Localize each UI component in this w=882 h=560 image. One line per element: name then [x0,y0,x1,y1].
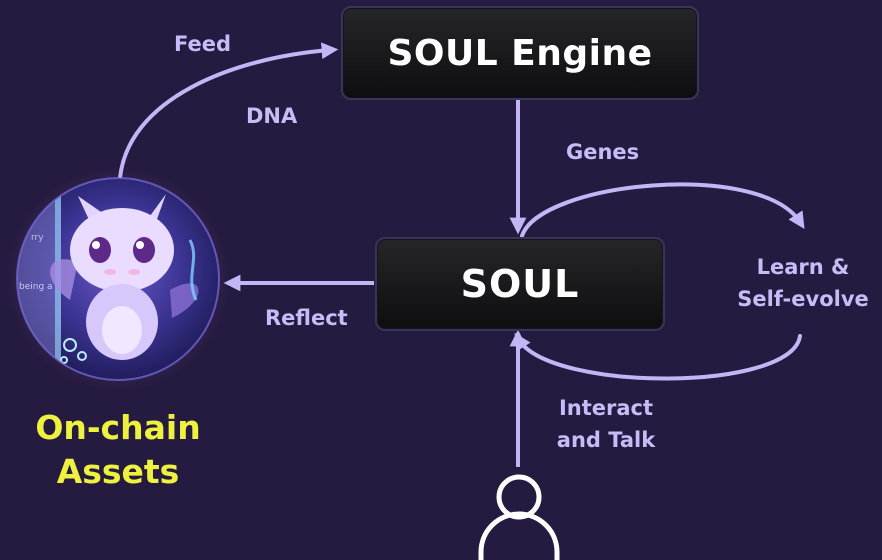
assets-label-line2: Assets [56,452,180,491]
reflect-label: Reflect [265,306,348,330]
user-icon [478,474,560,560]
feed-label: Feed [174,32,232,56]
soul-engine-label: SOUL Engine [387,32,653,74]
soul-node: SOUL [375,237,665,331]
learn-label-line1: Learn & [756,255,850,279]
feed-arrow [118,42,339,180]
assets-label-line1: On-chain [35,408,201,447]
genes-label: Genes [566,140,640,164]
dragon-avatar: rry being a [6,167,230,391]
evolve-loop-top-arrow [520,182,805,238]
learn-evolve-label: Learn & Self-evolve [728,251,878,315]
interact-label: Interact and Talk [546,392,666,456]
avatar-snippet-2: being a [19,282,53,292]
soul-label: SOUL [460,262,580,306]
dna-label: DNA [246,104,298,128]
avatar-snippet-1: rry [31,233,44,243]
evolve-loop-bottom-arrow [514,332,802,381]
interact-label-line2: and Talk [556,428,656,452]
on-chain-assets-label: On-chain Assets [20,406,216,494]
interact-label-line1: Interact [558,396,654,420]
soul-engine-node: SOUL Engine [341,6,699,100]
learn-label-line2: Self-evolve [737,287,869,311]
